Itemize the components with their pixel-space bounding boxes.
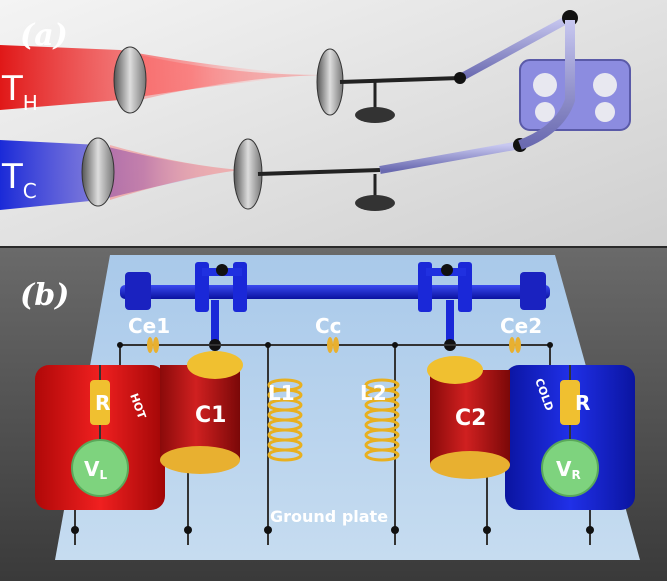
label-v-right: VR	[556, 457, 581, 482]
label-ce1: Ce1	[128, 314, 170, 338]
hot-stand-base	[355, 107, 395, 123]
hot-mirror-right	[316, 48, 344, 116]
label-v-left: VL	[84, 457, 107, 482]
label-r-left: R	[95, 391, 110, 415]
hot-beam	[0, 45, 320, 110]
cold-cavity-light	[110, 145, 240, 200]
hot-mirror-left	[113, 46, 147, 114]
cold-mirror-left	[81, 137, 115, 207]
small-caps	[147, 337, 521, 353]
hot-joint	[454, 72, 466, 84]
label-r-right: R	[575, 391, 590, 415]
panel-b: (b) Ce1 Cc Ce2 C1 C2 L1 L2 R R HOT COLD …	[0, 248, 667, 581]
capacitor-c2	[427, 356, 510, 479]
hot-lever	[458, 14, 572, 82]
panel-a-label: (a)	[20, 18, 68, 53]
ground-plate	[55, 255, 640, 560]
cold-rod	[257, 168, 381, 176]
label-l2: L2	[360, 381, 387, 405]
cold-lever	[379, 141, 521, 174]
hot-rod	[339, 76, 461, 84]
wire-nodes	[71, 342, 594, 534]
inductor-l1	[267, 378, 303, 462]
label-ce2: Ce2	[500, 314, 542, 338]
cold-mirror-right	[233, 138, 263, 210]
panel-b-label: (b)	[20, 278, 69, 313]
flywheel	[518, 20, 631, 150]
label-l1: L1	[268, 381, 295, 405]
rod-system	[120, 262, 550, 351]
label-c2: C2	[455, 406, 486, 431]
capacitor-c1	[160, 351, 243, 474]
hot-source-box	[35, 365, 165, 510]
cold-reservoir-label: TC	[1, 157, 37, 203]
hot-reservoir-label: TH	[1, 69, 38, 115]
hot-cavity-light	[140, 55, 320, 100]
label-c1: C1	[195, 403, 226, 428]
panel-a: (a) TH TC	[0, 0, 667, 246]
inductor-l2	[364, 378, 400, 462]
cold-stand-base	[355, 195, 395, 211]
label-ground-plate: Ground plate	[270, 507, 388, 526]
cold-source-box	[505, 365, 635, 510]
cold-beam	[0, 140, 240, 210]
label-cc: Cc	[315, 314, 342, 338]
